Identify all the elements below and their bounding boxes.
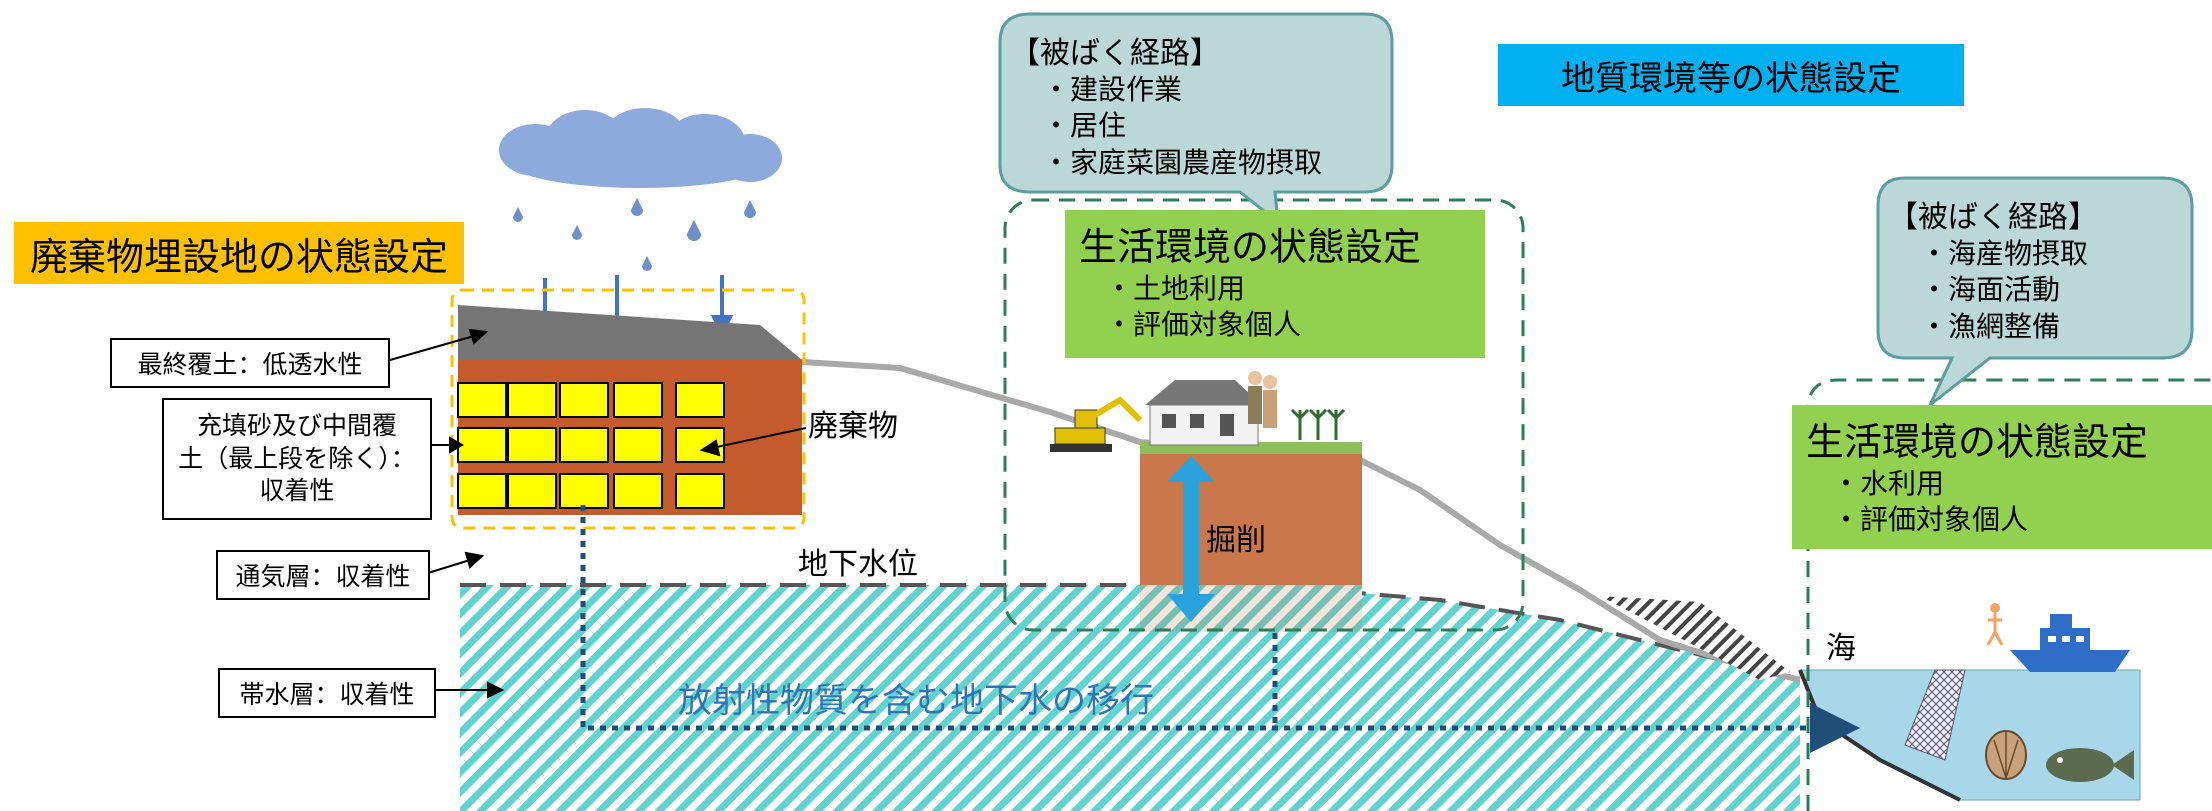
- migration-label: 放射性物質を含む地下水の移行: [678, 681, 1154, 721]
- landfill-state-header: 廃棄物埋設地の状態設定: [14, 222, 465, 284]
- exposure-land-item: ・建設作業: [1042, 73, 1183, 106]
- fill-sand-label: 充填砂及び中間覆 土（最上段を除く）： 収着性: [162, 398, 432, 520]
- exposure-sea-title: 【被ばく経路】: [1888, 200, 2098, 235]
- waste-blocks: [457, 382, 725, 509]
- final-cover-soil: [458, 305, 802, 360]
- fish-icon: [2046, 748, 2134, 782]
- waste-label: 廃棄物: [808, 409, 898, 444]
- rain-drops: [513, 198, 756, 271]
- boat-icon: [1986, 603, 2130, 672]
- living-env-sea-box: 生活環境の状態設定 ・水利用 ・評価対象個人: [1792, 405, 2212, 549]
- excavation-arrow: [1167, 456, 1215, 622]
- slope-hatch: [1600, 596, 1790, 680]
- fill-sand-label-line: 充填砂及び中間覆: [196, 411, 397, 441]
- exposure-sea-item: ・漁網整備: [1920, 309, 2061, 343]
- fill-sand-label-line: 収着性: [259, 476, 335, 506]
- aeration-zone-label: 通気層：収着性: [216, 550, 430, 600]
- exposure-sea-item: ・海産物摂取: [1920, 237, 2089, 270]
- exposure-land-item: ・家庭菜園農産物摂取: [1042, 145, 1323, 179]
- label-pointers: [389, 328, 807, 699]
- water-table-label: 地下水位: [798, 547, 918, 582]
- geology-state-header: 地質環境等の状態設定: [1498, 44, 1964, 106]
- ground-surface-line: [769, 357, 1801, 683]
- residents-icon: [1248, 371, 1277, 428]
- exposure-sea-item: ・海面活動: [1920, 273, 2061, 307]
- aquifer-area: [460, 585, 1800, 811]
- fishing-net-icon: [1904, 669, 1966, 761]
- excavation-label: 掘削: [1206, 523, 1266, 558]
- fill-sand-label-line: 土（最上段を除く）：: [178, 443, 416, 473]
- living-env-sea-title: 生活環境の状態設定: [1806, 420, 2149, 464]
- garden-plants-icon: [1290, 408, 1346, 440]
- living-env-sea-item: ・評価対象個人: [1832, 503, 2029, 537]
- migration-path: [580, 505, 1860, 753]
- living-env-land-title: 生活環境の状態設定: [1079, 225, 1422, 269]
- landfill-boundary: [450, 288, 806, 530]
- living-env-sea-item: ・水利用: [1832, 467, 1945, 500]
- exposure-land-item: ・居住: [1042, 109, 1127, 143]
- excavator-icon: [1050, 396, 1143, 452]
- rain-cloud-icon: [499, 108, 782, 188]
- exposure-land-title: 【被ばく経路】: [1010, 36, 1220, 71]
- living-env-land-item: ・土地利用: [1105, 272, 1246, 305]
- exposure-land-text: 【被ばく経路】 ・建設作業 ・居住 ・家庭菜園農産物摂取: [1010, 28, 1322, 181]
- final-cover-label: 最終覆土：低透水性: [110, 338, 390, 388]
- aquifer-label: 帯水層：収着性: [218, 668, 436, 718]
- exposure-bubble-sea: [1876, 176, 2194, 407]
- exposure-sea-text: 【被ばく経路】 ・海産物摂取 ・海面活動 ・漁網整備: [1888, 192, 2098, 345]
- living-env-land-box: 生活環境の状態設定 ・土地利用 ・評価対象個人: [1065, 210, 1485, 358]
- living-env-land-item: ・評価対象個人: [1105, 308, 1302, 342]
- land-env-frame: [1003, 198, 1525, 632]
- shell-icon: [1985, 730, 2027, 780]
- sea-label: 海: [1826, 631, 1856, 666]
- house-icon: [1145, 380, 1262, 446]
- exposure-bubble-land: [998, 12, 1394, 226]
